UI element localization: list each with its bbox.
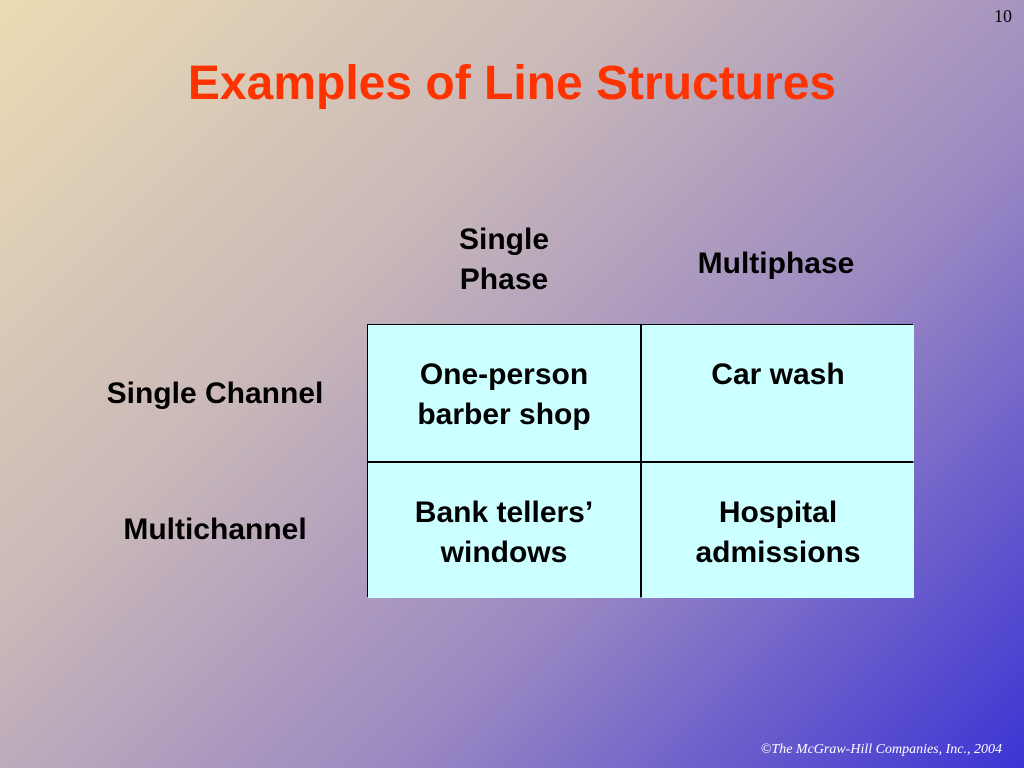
cell-line: barber shop: [417, 398, 591, 431]
line-structures-table: One-person barber shop Car wash Bank tel…: [367, 324, 914, 598]
column-header-line: Multiphase: [697, 247, 855, 280]
cell-line: admissions: [695, 536, 861, 569]
column-header-line: Phase: [459, 263, 549, 296]
column-header-line: Single: [458, 223, 549, 256]
copyright-notice: ©The McGraw-Hill Companies, Inc., 2004: [760, 742, 1002, 757]
row-header-single-channel: Single Channel: [106, 377, 324, 410]
table-cell-single-channel-multiphase: Car wash: [642, 325, 914, 461]
slide-title: Examples of Line Structures: [187, 57, 837, 110]
table-cell-multichannel-single-phase: Bank tellers’ windows: [368, 463, 640, 598]
page-number: 10: [994, 6, 1012, 26]
column-header-single-phase: Single Phase: [368, 220, 640, 300]
table-cell-single-channel-single-phase: One-person barber shop: [368, 325, 640, 461]
cell-line: windows: [440, 536, 568, 569]
cell-line: Bank tellers’: [414, 496, 594, 529]
table-cell-multichannel-multiphase: Hospital admissions: [642, 463, 914, 598]
row-header-multichannel: Multichannel: [123, 513, 307, 546]
column-header-multiphase: Multiphase: [640, 244, 912, 284]
cell-line: Car wash: [711, 358, 845, 391]
cell-line: One-person: [419, 358, 589, 391]
cell-line: Hospital: [718, 496, 838, 529]
